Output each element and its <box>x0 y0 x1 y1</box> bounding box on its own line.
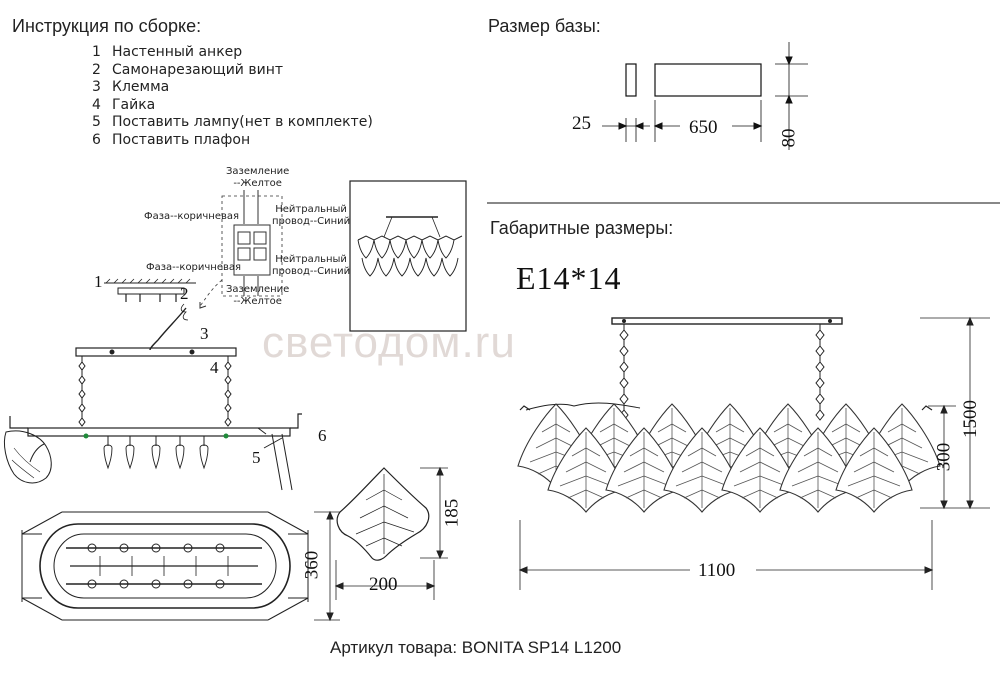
list-item: 3 Клемма <box>92 79 373 97</box>
wiring-label-ground-top: Заземление --Желтое <box>226 166 290 189</box>
step-number: 5 <box>92 114 101 131</box>
step-number: 4 <box>92 96 101 113</box>
assembly-title: Инструкция по сборке: <box>12 16 202 36</box>
dim-shade-width: 200 <box>369 574 398 595</box>
dim-base-thickness: 25 <box>572 113 591 134</box>
base-size-drawing <box>602 42 808 150</box>
dim-overall-height-total: 1500 <box>960 400 981 438</box>
callout-4: 4 <box>210 358 219 377</box>
overall-title: Габаритные размеры: <box>490 218 674 238</box>
step-text: Поставить плафон <box>112 131 251 148</box>
step-text: Самонарезающий винт <box>112 61 284 78</box>
wiring-label-neutral-2: Нейтральный провод--Синий <box>272 254 351 277</box>
list-item: 4 Гайка <box>92 97 373 115</box>
callout-5: 5 <box>252 448 261 467</box>
wiring-label-ground-bottom: Заземление --Желтое <box>226 284 290 307</box>
step-text: Поставить лампу(нет в комплекте) <box>112 114 373 131</box>
list-item: 2 Самонарезающий винт <box>92 62 373 80</box>
callout-1: 1 <box>94 272 103 291</box>
dim-shade-height: 185 <box>441 498 463 528</box>
plan-view-drawing <box>21 510 340 622</box>
watermark: светодом.ru <box>262 318 516 367</box>
callout-2: 2 <box>180 284 189 303</box>
step-number: 2 <box>92 61 101 78</box>
dim-base-height: 80 <box>778 128 800 148</box>
wiring-label-phase-2: Фаза--коричневая <box>146 262 242 273</box>
dim-plan-height: 360 <box>301 550 323 580</box>
step-text: Настенный анкер <box>112 44 243 60</box>
wiring-label-phase-1: Фаза--коричневая <box>144 211 240 222</box>
wiring-schematic <box>199 190 283 309</box>
single-shade-drawing <box>334 466 448 600</box>
list-item: 1 Настенный анкер <box>92 44 373 62</box>
step-text: Клемма <box>112 79 170 96</box>
chandelier-thumbnail <box>349 180 467 332</box>
list-item: 5 Поставить лампу(нет в комплекте) <box>92 114 373 132</box>
step-number: 3 <box>92 79 101 96</box>
assembly-chandelier-drawing <box>3 278 302 491</box>
overall-chandelier-drawing <box>519 317 933 421</box>
lamp-spec: E14*14 <box>516 260 622 296</box>
step-number: 1 <box>92 44 101 60</box>
overall-chandelier-shades <box>517 403 941 513</box>
dim-overall-width: 1100 <box>698 560 736 581</box>
article-number: Артикул товара: BONITA SP14 L1200 <box>330 638 622 657</box>
step-text: Гайка <box>112 96 156 113</box>
overall-dimensions <box>518 316 990 590</box>
callout-3: 3 <box>200 324 209 343</box>
step-number: 6 <box>92 131 101 148</box>
callout-6: 6 <box>318 426 327 445</box>
dim-overall-height-body: 300 <box>933 442 955 472</box>
wiring-label-neutral-1: Нейтральный провод--Синий <box>272 204 351 227</box>
dim-base-length: 650 <box>689 117 718 138</box>
list-item: 6 Поставить плафон <box>92 132 373 150</box>
base-title: Размер базы: <box>488 16 601 36</box>
